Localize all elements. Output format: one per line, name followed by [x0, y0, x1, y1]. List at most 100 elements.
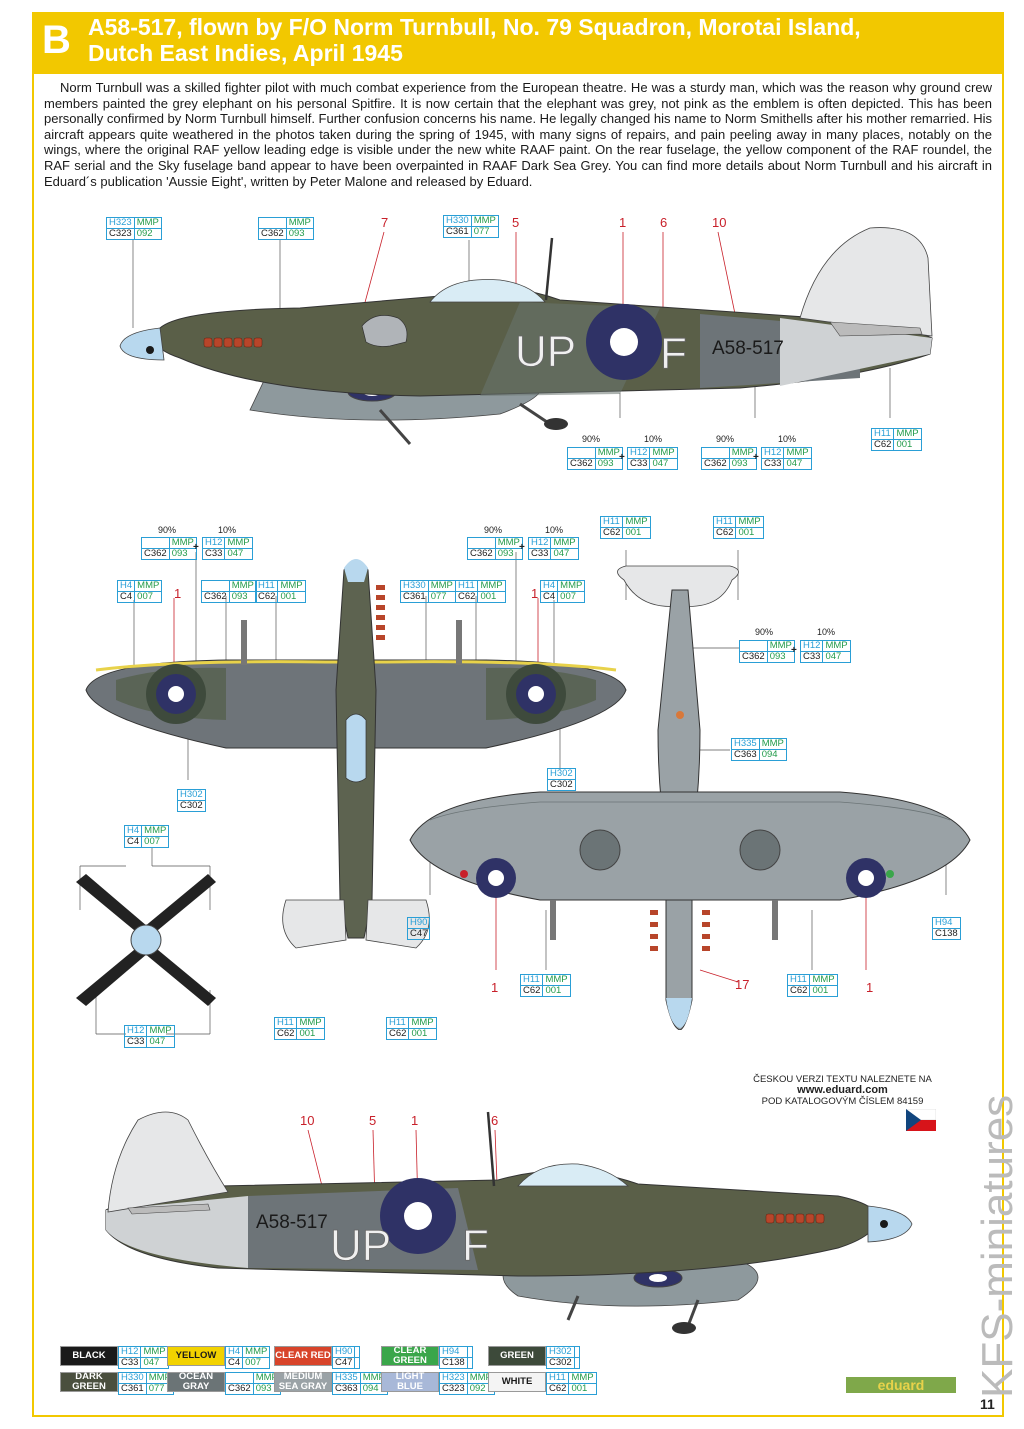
paint-swatch: MEDIUM SEA GRAY: [274, 1372, 332, 1392]
profile-letter: B: [42, 18, 71, 62]
plus-sign: +: [791, 645, 797, 656]
paint-swatch: CLEAR GREEN: [381, 1346, 439, 1366]
paint-swatch: OCEAN GRAY: [167, 1372, 225, 1392]
callout-number-top: 5: [512, 215, 520, 230]
plus-sign: +: [193, 542, 199, 553]
page-number: 11: [980, 1396, 995, 1412]
pct-10: 10%: [644, 434, 663, 444]
header-bar: [32, 12, 1004, 74]
paint-swatch: YELLOW: [167, 1346, 225, 1366]
paint-swatch: LIGHT BLUE: [381, 1372, 439, 1392]
czech-line3: POD KATALOGOVÝM ČÍSLEM: [761, 1096, 895, 1107]
code-individual-bottom: F: [462, 1221, 489, 1270]
callout-number-top: 10: [712, 215, 727, 230]
callout-number-plan: 1: [174, 586, 182, 601]
plan-view-lower: [409, 550, 971, 1030]
pct-90: 90%: [484, 525, 503, 535]
pct-10: 10%: [778, 434, 797, 444]
callout-number-top: 7: [381, 215, 389, 230]
callout-number-bottom: 6: [491, 1113, 499, 1128]
serial-top: A58-517: [712, 338, 784, 359]
callout-number-top: 6: [660, 215, 668, 230]
website-link[interactable]: www.eduard.com: [797, 1084, 888, 1096]
paint-swatch: WHITE: [488, 1372, 546, 1392]
intro-paragraph: Norm Turnbull was a skilled fighter pilo…: [44, 80, 992, 189]
callout-number-top: 1: [619, 215, 627, 230]
czech-flag-icon: [906, 1109, 936, 1131]
paint-swatch: CLEAR RED: [274, 1346, 332, 1366]
side-view-top: UP F A58-517: [119, 227, 933, 445]
pct-10: 10%: [545, 525, 564, 535]
callout-number-plan: 1: [531, 586, 539, 601]
paint-swatch: BLACK: [60, 1346, 118, 1366]
plus-sign: +: [619, 452, 625, 463]
plus-sign: +: [519, 542, 525, 553]
callout-number-bottom: 1: [411, 1113, 419, 1128]
paint-swatch: GREEN: [488, 1346, 546, 1366]
plus-sign: +: [753, 452, 759, 463]
code-letters-bottom: UP: [330, 1221, 391, 1270]
callout-number-lower: 1: [866, 980, 874, 995]
side-view-bottom: UP F A58-517: [105, 1111, 913, 1334]
propeller-view: [76, 848, 216, 1035]
pct-90: 90%: [716, 434, 735, 444]
czech-line1: ČESKOU VERZI TEXTU NALEZNETE NA: [753, 1074, 932, 1085]
paint-swatch: DARK GREEN: [60, 1372, 118, 1392]
pct-90: 90%: [582, 434, 601, 444]
plan-view-upper: [85, 552, 627, 949]
czech-note: ČESKOU VERZI TEXTU NALEZNETE NA www.edua…: [745, 1074, 940, 1107]
callout-number-lower: 1: [491, 980, 499, 995]
watermark: KFS-miniatures: [973, 1095, 1022, 1398]
header-title-line1: A58-517, flown by F/O Norm Turnbull, No.…: [88, 14, 861, 40]
pct-10: 10%: [817, 627, 836, 637]
header-title-line2: Dutch East Indies, April 1945: [88, 40, 403, 66]
callout-number-bottom: 5: [369, 1113, 377, 1128]
pct-90: 90%: [755, 627, 774, 637]
callout-number-lower: 17: [735, 977, 750, 992]
code-individual-top: F: [660, 329, 687, 378]
pct-90: 90%: [158, 525, 177, 535]
code-letters-top: UP: [515, 327, 576, 376]
serial-bottom: A58-517: [256, 1212, 328, 1233]
